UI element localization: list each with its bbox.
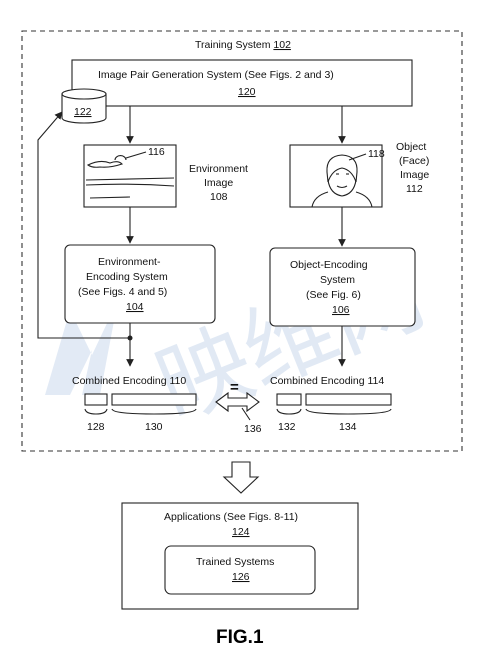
environment-encoding-line3: (See Figs. 4 and 5): [78, 286, 167, 298]
image-pair-generation-ref: 120: [238, 86, 256, 98]
comparison-ref: 136: [244, 423, 262, 435]
brace-132: [276, 408, 302, 415]
brace-134: [305, 408, 392, 415]
applications-title: Applications (See Figs. 8-11): [164, 511, 298, 523]
brace-128: [84, 408, 108, 415]
training-system-container: [21, 30, 463, 452]
object-image-ref: 112: [406, 183, 423, 195]
segment-134-ref: 134: [339, 421, 357, 433]
feedback-loop-arrow: [37, 111, 130, 339]
object-encoding-line1: Object-Encoding: [290, 259, 368, 271]
segment-130-ref: 130: [145, 421, 163, 433]
equals-symbol: =: [230, 379, 239, 396]
environment-image-ref: 108: [210, 191, 228, 203]
comparison-double-arrow: [215, 391, 260, 413]
database-icon: [61, 88, 107, 124]
training-system-title: Training System 102: [195, 39, 291, 51]
combined-encoding-114-label: Combined Encoding 114: [270, 375, 384, 387]
face-image: [289, 144, 383, 208]
combined-encoding-110-label: Combined Encoding 110: [72, 375, 186, 387]
environment-encoding-system-box: [64, 244, 216, 324]
encoding-segment-128: [84, 393, 108, 406]
database-ref: 122: [74, 106, 92, 118]
encoding-segment-132: [276, 393, 302, 406]
object-image-label-3: Image: [400, 169, 429, 181]
segment-128-ref: 128: [87, 421, 105, 433]
pointer-136: [241, 407, 251, 421]
environment-image: [83, 144, 177, 208]
environment-encoding-line2: Encoding System: [86, 271, 168, 283]
trained-systems-ref: 126: [232, 571, 250, 583]
figure-label: FIG.1: [216, 627, 264, 648]
object-encoding-ref: 106: [332, 304, 350, 316]
segment-132-ref: 132: [278, 421, 296, 433]
environment-encoding-line1: Environment-: [98, 256, 161, 268]
down-arrow-to-applications: [222, 461, 260, 494]
encoding-segment-130: [111, 393, 197, 406]
encoding-segment-134: [305, 393, 392, 406]
environment-encoding-ref: 104: [126, 301, 144, 313]
object-encoding-line2: System: [320, 274, 355, 286]
image-pair-generation-box: [71, 59, 413, 107]
environment-image-label-1: Environment: [189, 163, 248, 175]
object-encoding-line3: (See Fig. 6): [306, 289, 361, 301]
object-image-label-1: Object: [396, 141, 426, 153]
image-pair-generation-title: Image Pair Generation System (See Figs. …: [98, 69, 334, 81]
trained-systems-title: Trained Systems: [196, 556, 274, 568]
applications-ref: 124: [232, 526, 250, 538]
pointer-118: [348, 153, 367, 161]
environment-image-label-2: Image: [204, 177, 233, 189]
object-pointer-ref: 118: [368, 148, 385, 160]
object-image-label-2: (Face): [399, 155, 429, 167]
brace-130: [111, 408, 197, 415]
trained-systems-box: [164, 545, 316, 595]
environment-pointer-ref: 116: [148, 146, 165, 158]
pointer-116: [125, 151, 147, 159]
